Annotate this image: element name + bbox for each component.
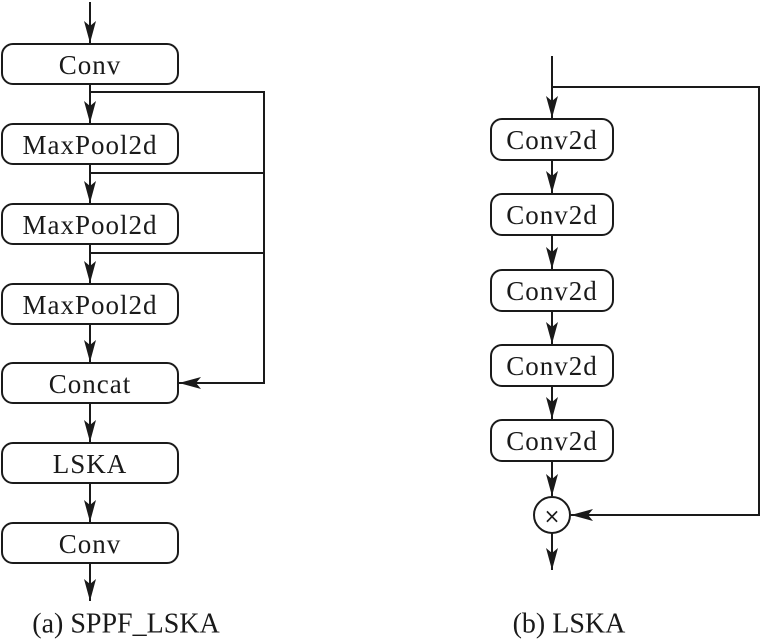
node-conv2d-1: Conv2d bbox=[490, 118, 614, 161]
svg-text:Conv2d: Conv2d bbox=[506, 276, 598, 306]
svg-text:Conv2d: Conv2d bbox=[506, 125, 598, 155]
svg-text:MaxPool2d: MaxPool2d bbox=[22, 130, 157, 160]
caption-b: (b) LSKA bbox=[513, 609, 627, 640]
node-conv-2: Conv bbox=[1, 522, 179, 564]
sppf-lska-diagram: Conv MaxPool2d MaxPool2d MaxPool2d Conca… bbox=[1, 2, 265, 640]
node-maxpool-1: MaxPool2d bbox=[1, 123, 179, 165]
svg-text:LSKA: LSKA bbox=[53, 449, 128, 479]
node-maxpool-2: MaxPool2d bbox=[1, 203, 179, 245]
skip-connections bbox=[90, 91, 265, 389]
svg-text:Conv: Conv bbox=[59, 50, 122, 80]
lska-diagram: Conv2d Conv2d Conv2d Conv2d Conv2d × (b) bbox=[490, 56, 760, 640]
svg-text:Conv: Conv bbox=[59, 529, 122, 559]
caption-a: (a) SPPF_LSKA bbox=[32, 609, 220, 640]
svg-text:MaxPool2d: MaxPool2d bbox=[22, 290, 157, 320]
node-conv2d-2: Conv2d bbox=[490, 193, 614, 236]
node-conv2d-5: Conv2d bbox=[490, 419, 614, 462]
svg-text:Concat: Concat bbox=[49, 369, 131, 399]
node-conv2d-4: Conv2d bbox=[490, 344, 614, 387]
node-maxpool-3: MaxPool2d bbox=[1, 283, 179, 325]
svg-text:Conv2d: Conv2d bbox=[506, 426, 598, 456]
svg-text:×: × bbox=[544, 504, 561, 528]
node-concat: Concat bbox=[1, 362, 179, 404]
multiply-operator: × bbox=[533, 496, 571, 534]
node-conv2d-3: Conv2d bbox=[490, 269, 614, 312]
node-conv-1: Conv bbox=[1, 43, 179, 85]
svg-text:Conv2d: Conv2d bbox=[506, 200, 598, 230]
svg-text:MaxPool2d: MaxPool2d bbox=[22, 210, 157, 240]
svg-text:Conv2d: Conv2d bbox=[506, 351, 598, 381]
node-lska: LSKA bbox=[1, 442, 179, 484]
